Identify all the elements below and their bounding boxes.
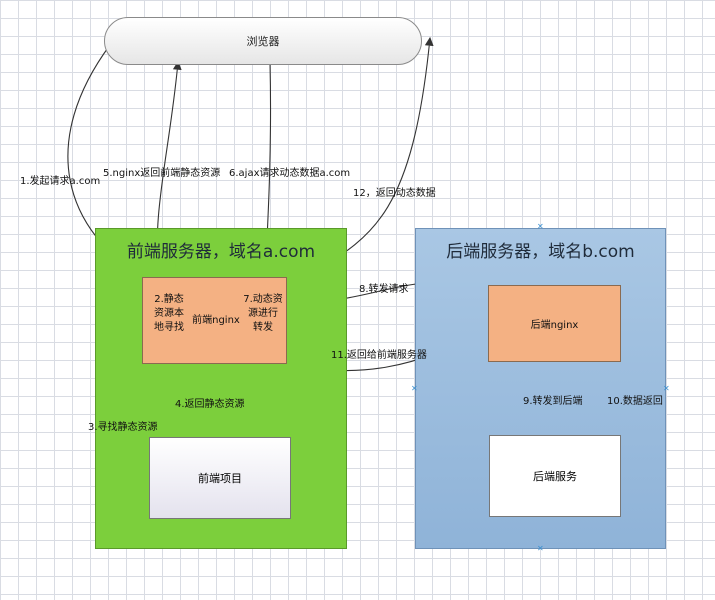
note-line: 地寻找 bbox=[154, 322, 184, 333]
back-server-title: 后端服务器，域名b.com bbox=[446, 242, 635, 262]
step-1-label: 1.发起请求a.com bbox=[20, 176, 101, 187]
back-service-label: 后端服务 bbox=[533, 470, 577, 483]
selection-handle-icon: ✕ bbox=[663, 384, 670, 393]
step-12-label: 12，返回动态数据 bbox=[353, 188, 436, 199]
front-project-label: 前端项目 bbox=[198, 472, 242, 485]
selection-handle-icon: ✕ bbox=[537, 544, 544, 553]
step-9-label: 9.转发到后端 bbox=[523, 396, 583, 407]
browser-node: 浏览器 bbox=[104, 17, 422, 65]
front-nginx-label: 前端nginx bbox=[192, 315, 240, 326]
note-line: 7.动态资 bbox=[243, 294, 283, 305]
back-nginx-label: 后端nginx bbox=[530, 320, 579, 331]
step-8-label: 8.转发请求 bbox=[359, 284, 409, 295]
note-line: 资源本 bbox=[154, 308, 184, 319]
step-6-label: 6.ajax请求动态数据a.com bbox=[229, 168, 351, 179]
step-3-label: 3.寻找静态资源 bbox=[88, 422, 158, 433]
step-11-label: 11.返回给前端服务器 bbox=[331, 350, 427, 361]
browser-label: 浏览器 bbox=[246, 35, 280, 48]
front-server-title: 前端服务器，域名a.com bbox=[126, 242, 316, 262]
front-nginx-node: 2.静态 资源本 地寻找 前端nginx 7.动态资 源进行 转发 bbox=[142, 277, 287, 364]
step-4-label: 4.返回静态资源 bbox=[175, 399, 245, 410]
selection-handle-icon: ✕ bbox=[411, 384, 418, 393]
selection-handle-icon: ✕ bbox=[537, 222, 544, 231]
step-10-label: 10.数据返回 bbox=[607, 396, 663, 407]
front-project-node: 前端项目 bbox=[149, 437, 291, 519]
note-line: 源进行 bbox=[248, 308, 278, 319]
back-service-node: 后端服务 bbox=[489, 435, 621, 517]
step-5-label: 5.nginx返回前端静态资源 bbox=[103, 168, 221, 179]
front-nginx-left-note: 2.静态 资源本 地寻找 bbox=[149, 293, 189, 335]
front-nginx-right-note: 7.动态资 源进行 转发 bbox=[239, 293, 287, 335]
note-line: 转发 bbox=[253, 322, 273, 333]
back-nginx-node: 后端nginx bbox=[488, 285, 621, 362]
note-line: 2.静态 bbox=[154, 294, 184, 305]
